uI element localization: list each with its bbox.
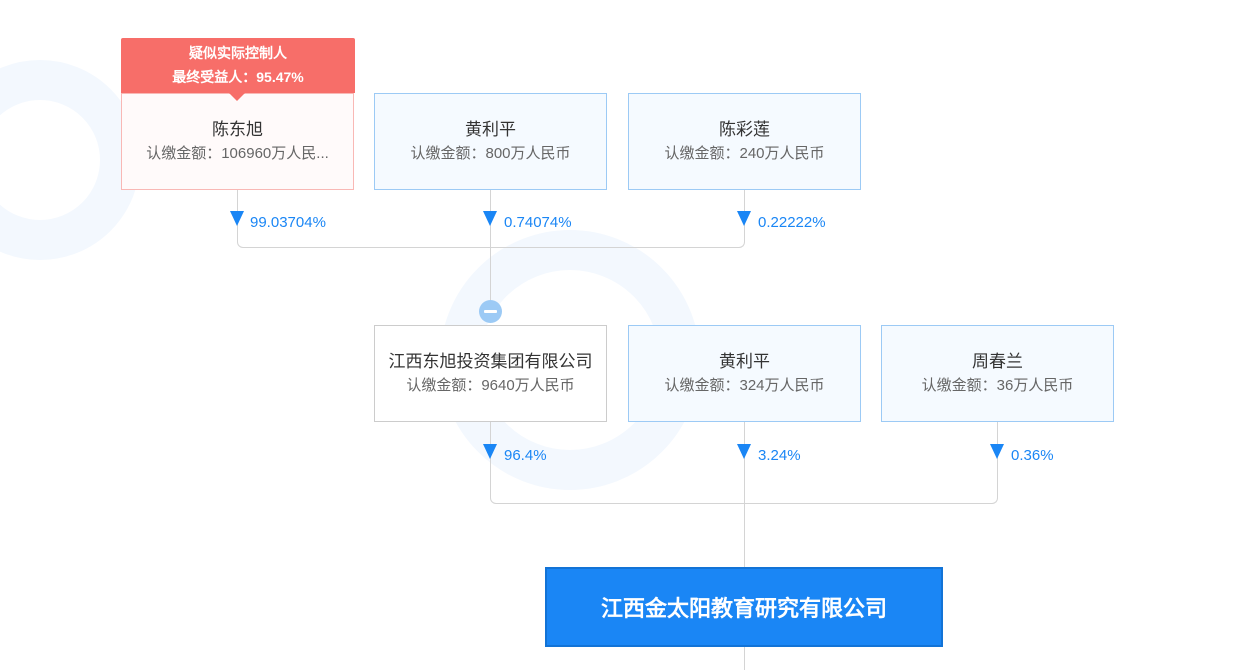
connector	[744, 647, 745, 670]
shareholder-node[interactable]: 周春兰 认缴金额：36万人民币	[881, 325, 1114, 422]
share-percent: 0.74074%	[504, 214, 572, 231]
arrow-down-icon	[737, 211, 751, 226]
shareholder-node[interactable]: 陈东旭 认缴金额：106960万人民...	[121, 93, 354, 190]
shareholder-node[interactable]: 黄利平 认缴金额：800万人民币	[374, 93, 607, 190]
shareholder-name: 江西东旭投资集团有限公司	[388, 352, 593, 371]
share-percent: 0.36%	[1011, 447, 1054, 464]
connector	[490, 422, 491, 444]
subscribed-amount: 认缴金额：324万人民币	[664, 377, 825, 394]
beneficiary-label: 最终受益人：95.47%	[172, 69, 304, 85]
subscribed-amount: 认缴金额：9640万人民币	[406, 377, 575, 394]
share-percent: 0.22222%	[758, 214, 826, 231]
connector	[744, 422, 745, 567]
share-percent: 96.4%	[504, 447, 547, 464]
shareholder-name: 黄利平	[465, 120, 516, 139]
connector	[490, 444, 998, 504]
shareholder-name: 陈东旭	[212, 120, 263, 139]
connector	[490, 190, 491, 300]
shareholder-name: 周春兰	[972, 352, 1023, 371]
shareholder-node[interactable]: 江西东旭投资集团有限公司 认缴金额：9640万人民币	[374, 325, 607, 422]
share-percent: 3.24%	[758, 447, 801, 464]
connector	[237, 210, 745, 248]
target-company-name: 江西金太阳教育研究有限公司	[600, 596, 887, 621]
shareholder-name: 陈彩莲	[719, 120, 770, 139]
arrow-down-icon	[483, 444, 497, 459]
subscribed-amount: 认缴金额：800万人民币	[410, 145, 571, 162]
shareholder-name: 黄利平	[719, 352, 770, 371]
subscribed-amount: 认缴金额：240万人民币	[664, 145, 825, 162]
connector	[997, 422, 998, 444]
subscribed-amount: 认缴金额：36万人民币	[921, 377, 1074, 394]
controller-label: 疑似实际控制人	[189, 45, 287, 61]
subscribed-amount: 认缴金额：106960万人民...	[146, 145, 329, 162]
arrow-down-icon	[483, 211, 497, 226]
arrow-down-icon	[737, 444, 751, 459]
arrow-down-icon	[230, 211, 244, 226]
watermark-logo-shape	[0, 60, 140, 260]
actual-controller-tag: 疑似实际控制人 最终受益人：95.47%	[121, 38, 355, 101]
target-company-node[interactable]: 江西金太阳教育研究有限公司	[545, 567, 943, 647]
collapse-icon[interactable]	[479, 300, 502, 323]
shareholder-node[interactable]: 陈彩莲 认缴金额：240万人民币	[628, 93, 861, 190]
share-percent: 99.03704%	[250, 214, 326, 231]
arrow-down-icon	[990, 444, 1004, 459]
connector	[744, 190, 745, 210]
shareholder-node[interactable]: 黄利平 认缴金额：324万人民币	[628, 325, 861, 422]
connector	[237, 190, 238, 210]
